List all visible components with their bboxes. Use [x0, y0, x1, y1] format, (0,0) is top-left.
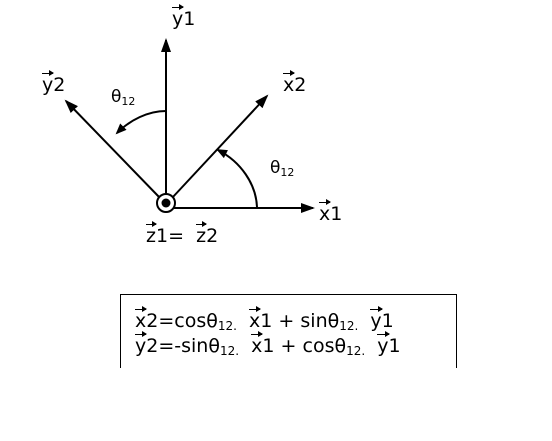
z-axis-label: z1= z2: [146, 221, 219, 247]
z-axis-dot: [161, 198, 171, 208]
y1-label: y1: [172, 4, 196, 30]
x2-label: x2: [283, 70, 307, 96]
theta-label-lower: θ12: [270, 158, 295, 179]
x2-vec: x: [283, 70, 296, 96]
theta-label-upper: θ12: [111, 87, 136, 108]
equation-line-1: x2=cosθ12. x1 + sinθ12. y1: [135, 306, 394, 333]
equation-box: x2=cosθ12. x1 + sinθ12. y1 y2=-sinθ12. x…: [120, 294, 457, 368]
x1-label: x1: [319, 199, 343, 225]
y1-vec: y: [172, 4, 185, 30]
y2-vec: y: [42, 70, 55, 96]
angle-arc-upper: [115, 110, 167, 135]
angle-arc-lower: [216, 149, 258, 208]
equation-line-2: y2=-sinθ12. x1 + cosθ12. y1: [135, 331, 401, 358]
x2-axis: [171, 94, 269, 199]
y2-label: y2: [42, 70, 66, 96]
y2-axis: [64, 99, 162, 200]
x1-vec: x: [319, 199, 332, 225]
